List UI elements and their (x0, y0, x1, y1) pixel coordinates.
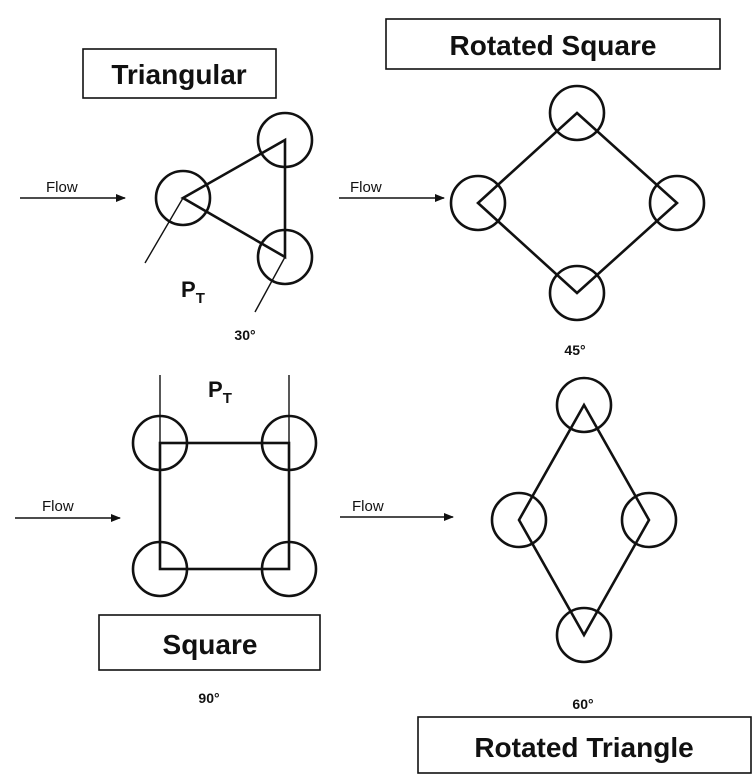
rotated-square-tube-right (648, 174, 706, 232)
rotated-square-title: Rotated Square (450, 30, 657, 61)
triangular-title-box (82, 48, 277, 99)
triangular-pitch-line-right (254, 256, 286, 313)
triangular-tube-bottom (256, 228, 314, 286)
rotated-triangle-pitch-diamond (517, 402, 651, 638)
rotated-square-tube-left (449, 174, 507, 232)
triangular-tube-top (256, 111, 314, 169)
square-layout: PT Flow Square 90° (15, 375, 321, 706)
triangular-layout: Triangular Flow PT 30° (20, 48, 314, 343)
rotated-square-tube-bottom (548, 264, 606, 322)
rotated-triangle-flow-label: Flow (352, 498, 384, 515)
rotated-square-angle: 45° (564, 342, 585, 358)
triangular-pitch-line-left (144, 197, 184, 264)
rotated-square-layout: Rotated Square Flow 45° (339, 18, 721, 358)
triangular-angle: 30° (234, 327, 255, 343)
rotated-triangle-title: Rotated Triangle (474, 732, 693, 763)
square-tube-bottom-right (260, 540, 318, 598)
triangular-pitch-label: PT (181, 277, 205, 307)
rotated-square-tube-top (548, 84, 606, 142)
square-flow-label: Flow (42, 498, 74, 515)
square-angle: 90° (198, 690, 219, 706)
square-title: Square (163, 629, 258, 660)
square-tube-top-left (131, 414, 189, 472)
rotated-triangle-title-box (417, 716, 752, 774)
square-pitch-square (158, 441, 291, 571)
triangular-title: Triangular (111, 59, 246, 90)
square-tube-bottom-left (131, 540, 189, 598)
square-title-box (98, 614, 321, 671)
rotated-square-title-box (385, 18, 721, 70)
rotated-triangle-tube-right (620, 491, 678, 549)
rotated-triangle-tube-bottom (555, 606, 613, 664)
rotated-triangle-tube-top (555, 376, 613, 434)
rotated-square-flow-label: Flow (350, 179, 382, 196)
rotated-triangle-angle: 60° (572, 696, 593, 712)
rotated-triangle-tube-left (490, 491, 548, 549)
square-tube-top-right (260, 414, 318, 472)
rotated-triangle-layout: Flow 60° Rotated Triangle (340, 376, 752, 774)
square-pitch-label: PT (208, 377, 232, 407)
triangular-tube-left (154, 169, 212, 227)
triangular-flow-label: Flow (46, 179, 78, 196)
rotated-square-pitch-diamond (476, 111, 679, 295)
triangular-pitch-triangle (180, 137, 287, 260)
